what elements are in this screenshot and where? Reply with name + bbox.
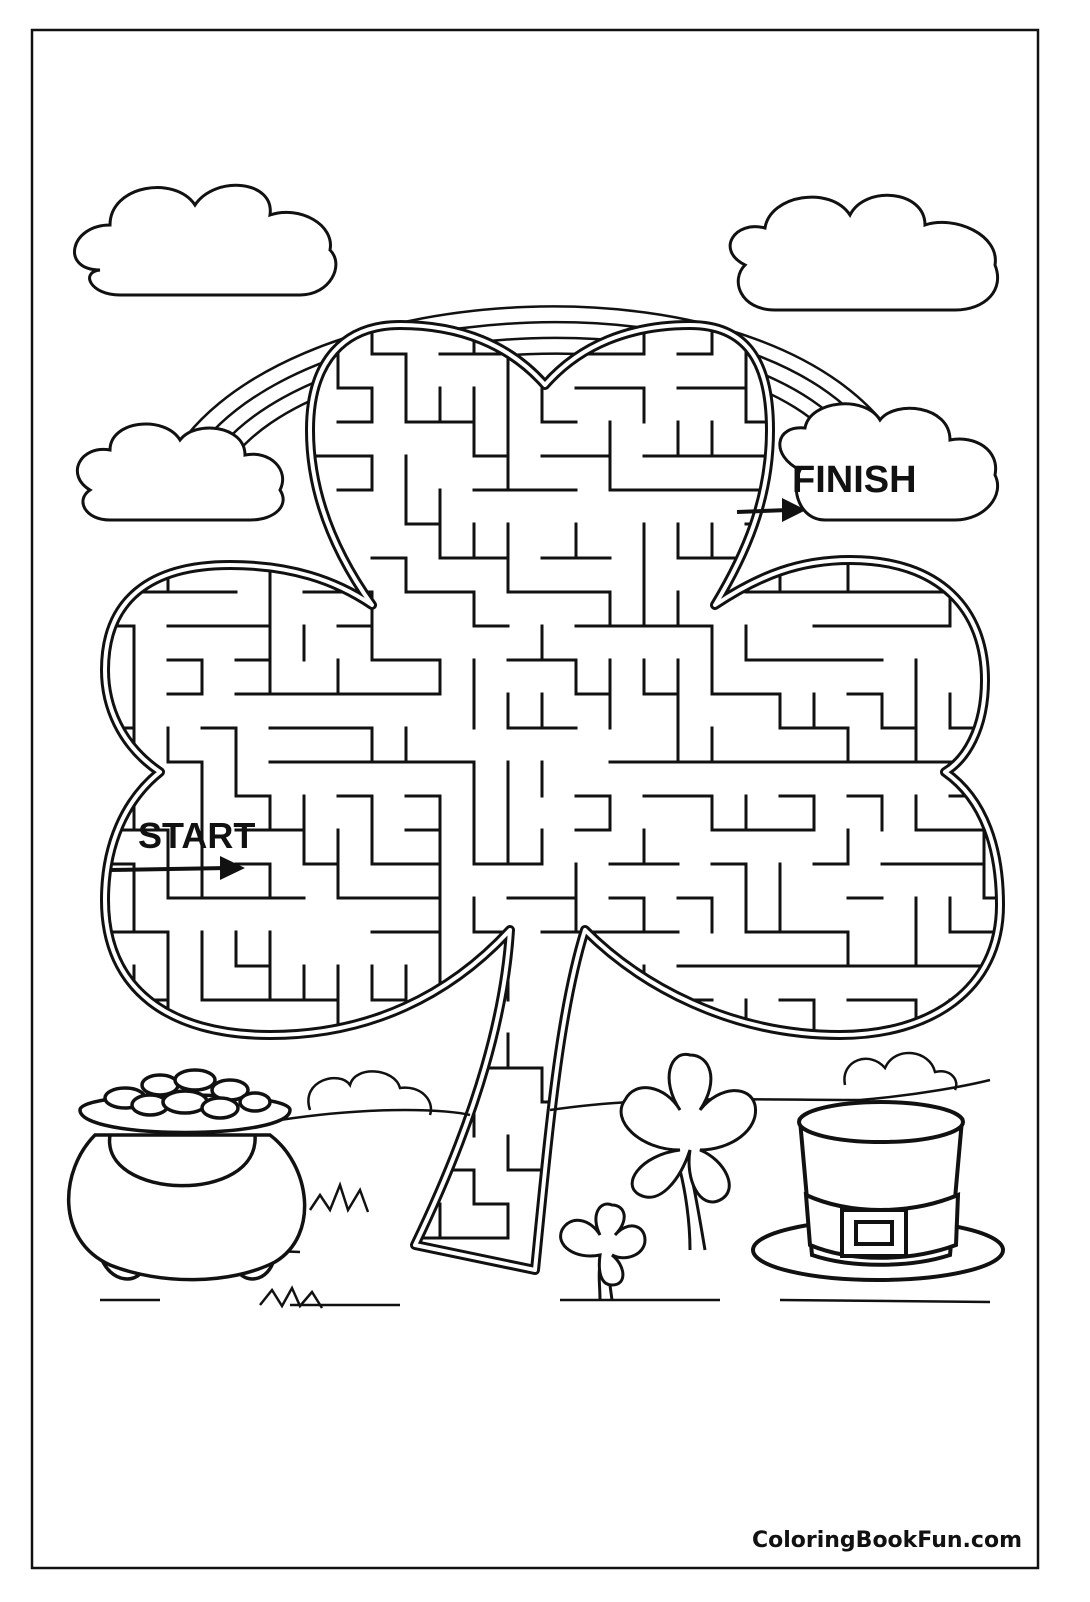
coin — [103, 1068, 272, 1120]
arrow-right-icon — [782, 498, 806, 522]
cloud-top-right — [728, 193, 1000, 312]
finish-label: FINISH — [792, 459, 917, 501]
cloud-mid-left — [76, 422, 285, 522]
site-watermark: ColoringBookFun.com — [752, 1528, 1022, 1553]
leprechaun-hat — [751, 1100, 1005, 1282]
arrow-right-icon — [220, 856, 245, 880]
rainbow — [163, 305, 907, 471]
ground — [100, 1051, 991, 1309]
start-marker: START — [109, 815, 255, 880]
finish-marker: FINISH — [736, 459, 917, 522]
start-label: START — [138, 815, 255, 856]
clover-small — [559, 1202, 647, 1301]
cloud-finish — [778, 402, 1000, 522]
page-border — [30, 28, 1040, 1570]
clover-large — [619, 1053, 757, 1251]
cloud-top-left — [73, 183, 338, 297]
pot-of-gold — [67, 1068, 307, 1282]
